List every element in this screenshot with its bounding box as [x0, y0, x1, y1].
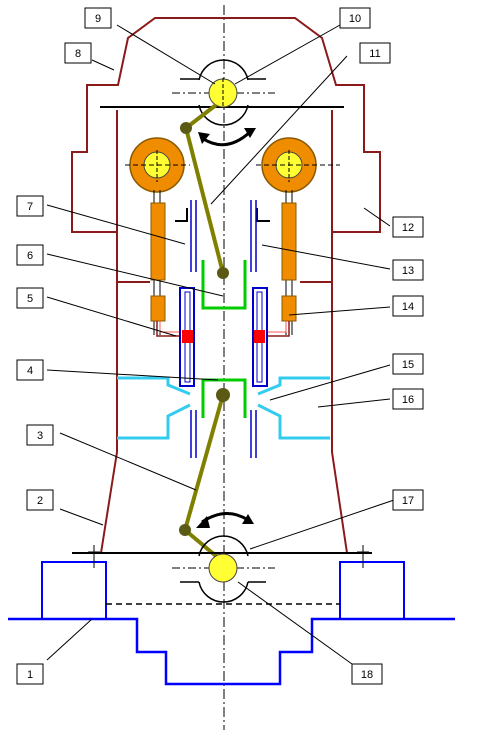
label-1: 1	[16, 663, 44, 685]
right-cylinder	[252, 287, 268, 387]
svg-text:1: 1	[27, 669, 33, 681]
svg-text:7: 7	[27, 201, 33, 213]
upper-slider	[201, 260, 247, 310]
left-long-rod	[150, 202, 166, 281]
svg-text:12: 12	[402, 222, 414, 234]
left-short-rod	[150, 295, 166, 322]
label-4: 4	[16, 359, 44, 381]
label-14: 14	[392, 295, 424, 317]
label-7: 7	[16, 195, 44, 217]
svg-text:13: 13	[402, 265, 414, 277]
right-long-rod	[281, 202, 297, 281]
svg-text:6: 6	[27, 250, 33, 262]
svg-text:14: 14	[402, 301, 414, 313]
lower-crank	[179, 388, 230, 558]
label-2: 2	[26, 489, 54, 511]
svg-text:17: 17	[402, 495, 414, 507]
deflectors	[117, 376, 330, 440]
leader-lines	[46, 24, 395, 665]
label-18: 18	[351, 663, 383, 685]
lower-crank-pin	[179, 524, 191, 536]
svg-text:10: 10	[349, 13, 361, 25]
svg-text:15: 15	[402, 359, 414, 371]
svg-text:16: 16	[402, 394, 414, 406]
upper-rotation-arrow-icon	[198, 128, 256, 147]
right-valve	[254, 330, 265, 343]
upper-crank	[180, 103, 229, 279]
left-foundation-block	[41, 561, 107, 620]
right-short-rod	[281, 295, 297, 322]
label-5: 5	[16, 287, 44, 309]
svg-text:18: 18	[361, 669, 373, 681]
right-gear	[256, 137, 340, 193]
label-12: 12	[392, 216, 424, 238]
label-3: 3	[26, 424, 54, 446]
ground-line	[8, 617, 455, 686]
label-9: 9	[84, 7, 112, 29]
svg-text:11: 11	[369, 48, 380, 60]
label-10: 10	[339, 7, 371, 29]
label-11: 11	[359, 42, 391, 64]
left-rod-assembly	[150, 190, 182, 337]
foundation	[8, 561, 455, 686]
lower-slider	[201, 378, 247, 418]
label-13: 13	[392, 259, 424, 281]
lower-rotation-arrow-icon	[196, 512, 254, 528]
label-8: 8	[64, 42, 92, 64]
svg-text:4: 4	[27, 365, 33, 377]
svg-text:8: 8	[75, 48, 81, 60]
upper-crank-pin	[180, 122, 192, 134]
upper-shaft-assembly	[100, 59, 344, 126]
upper-bearing-top	[198, 59, 249, 81]
lower-slider-pin	[216, 388, 230, 402]
label-15: 15	[392, 353, 424, 375]
left-cylinder	[179, 287, 195, 387]
label-6: 6	[16, 244, 44, 266]
svg-text:9: 9	[95, 13, 101, 25]
right-rod-assembly	[264, 190, 297, 337]
left-gear	[125, 137, 190, 193]
left-valve	[182, 330, 193, 343]
svg-text:2: 2	[37, 495, 43, 507]
upper-slider-pin	[217, 267, 229, 279]
lower-shaft	[208, 553, 238, 583]
svg-text:3: 3	[37, 430, 43, 442]
label-16: 16	[392, 388, 424, 410]
guide-ticks	[175, 208, 270, 222]
lower-shaft-assembly	[72, 535, 372, 603]
svg-text:5: 5	[27, 293, 33, 305]
right-foundation-block	[339, 561, 405, 620]
label-17: 17	[392, 489, 424, 511]
guide-walls	[190, 200, 257, 458]
